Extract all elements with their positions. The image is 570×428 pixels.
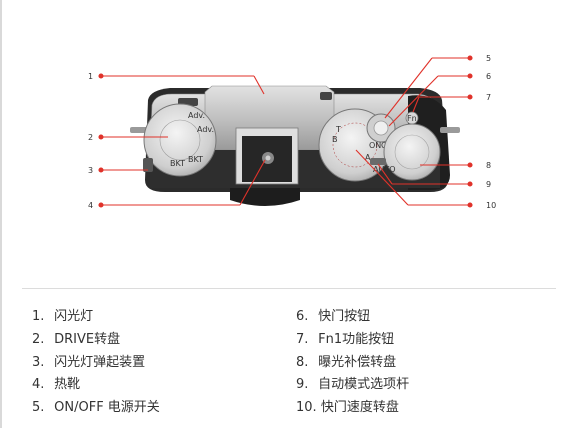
legend-label: ON/OFF 电源开关 — [54, 400, 160, 416]
callout-number: 9 — [486, 180, 491, 189]
fn-button-label: Fn — [407, 114, 417, 123]
hot-shoe — [235, 127, 299, 185]
callout-number: 7 — [486, 93, 491, 102]
auto-lever: AUTO — [370, 158, 396, 174]
shutter-dial-mark: T — [335, 125, 341, 134]
legend-item: 8. 曝光补偿转盘 — [296, 352, 409, 375]
legend-item: 2. DRIVE转盘 — [32, 329, 160, 352]
fn-button: Fn — [405, 111, 419, 125]
legend-item: 9. 自动模式选项杆 — [296, 374, 409, 397]
drive-dial-mark: Adv. — [188, 111, 205, 120]
callout-number: 4 — [88, 201, 93, 210]
callout-number: 6 — [486, 72, 491, 81]
legend-column-2: 6. 快门按钮 7. Fn1功能按钮 8. 曝光补偿转盘 9. 自动模式选项杆 … — [296, 306, 409, 420]
drive-dial-mark: BKT — [188, 155, 203, 164]
callout-number: 5 — [486, 54, 491, 63]
legend-number: 7. — [296, 331, 309, 347]
legend-number: 6. — [296, 309, 309, 324]
legend-item: 4. 热靴 — [32, 374, 160, 397]
camera-top-diagram: Adv. Adv. BKT BKT T B A ON OFF Fn AUTO — [88, 54, 496, 210]
callout-lines — [98, 55, 473, 208]
legend-item: 10. 快门速度转盘 — [296, 397, 409, 420]
legend-label: 闪光灯弹起装置 — [54, 354, 146, 370]
shutter-dial-mark: A — [365, 153, 371, 162]
callout-number: 8 — [486, 161, 491, 170]
legend-number: 4. — [32, 377, 45, 393]
shutter-dial-mark: B — [332, 135, 338, 144]
legend-label: 快门速度转盘 — [320, 400, 399, 416]
drive-dial-mark: Adv. — [197, 125, 214, 134]
legend-number: 3. — [32, 354, 45, 370]
legend-item: 6. 快门按钮 — [296, 306, 409, 329]
legend-item: 1. 闪光灯 — [32, 306, 160, 329]
drive-dial-mark: BKT — [170, 159, 185, 168]
drive-dial: Adv. Adv. BKT BKT — [143, 103, 217, 177]
legend-label: DRIVE转盘 — [54, 331, 121, 347]
left-border — [0, 0, 2, 428]
legend-label: Fn1功能按钮 — [318, 331, 395, 347]
callout-number: 10 — [486, 201, 496, 210]
legend-number: 8. — [296, 354, 309, 370]
callout-number: 1 — [88, 72, 93, 81]
legend-item: 5. ON/OFF 电源开关 — [32, 397, 160, 420]
exposure-compensation-dial — [383, 123, 441, 181]
legend-item: 7. Fn1功能按钮 — [296, 329, 409, 352]
legend-label: 自动模式选项杆 — [318, 377, 410, 393]
legend-label: 热靴 — [54, 377, 81, 393]
legend-number: 5. — [32, 400, 45, 416]
legend-item: 3. 闪光灯弹起装置 — [32, 352, 160, 375]
legend-label: 曝光补偿转盘 — [318, 354, 397, 370]
auto-lever-label: AUTO — [373, 165, 396, 174]
divider — [22, 288, 556, 289]
legend-number: 10. — [296, 400, 317, 416]
legend-number: 1. — [32, 309, 45, 324]
flash-popup-lever — [143, 158, 153, 172]
legend-column-1: 1. 闪光灯 2. DRIVE转盘 3. 闪光灯弹起装置 4. 热靴 5. ON… — [32, 306, 160, 420]
power-switch-on: ON — [369, 141, 381, 150]
callout-number: 3 — [88, 166, 93, 175]
legend-label: 快门按钮 — [318, 309, 371, 324]
legend-number: 2. — [32, 331, 45, 347]
callout-number: 2 — [88, 133, 93, 142]
legend-label: 闪光灯 — [54, 309, 94, 324]
legend-number: 9. — [296, 377, 309, 393]
